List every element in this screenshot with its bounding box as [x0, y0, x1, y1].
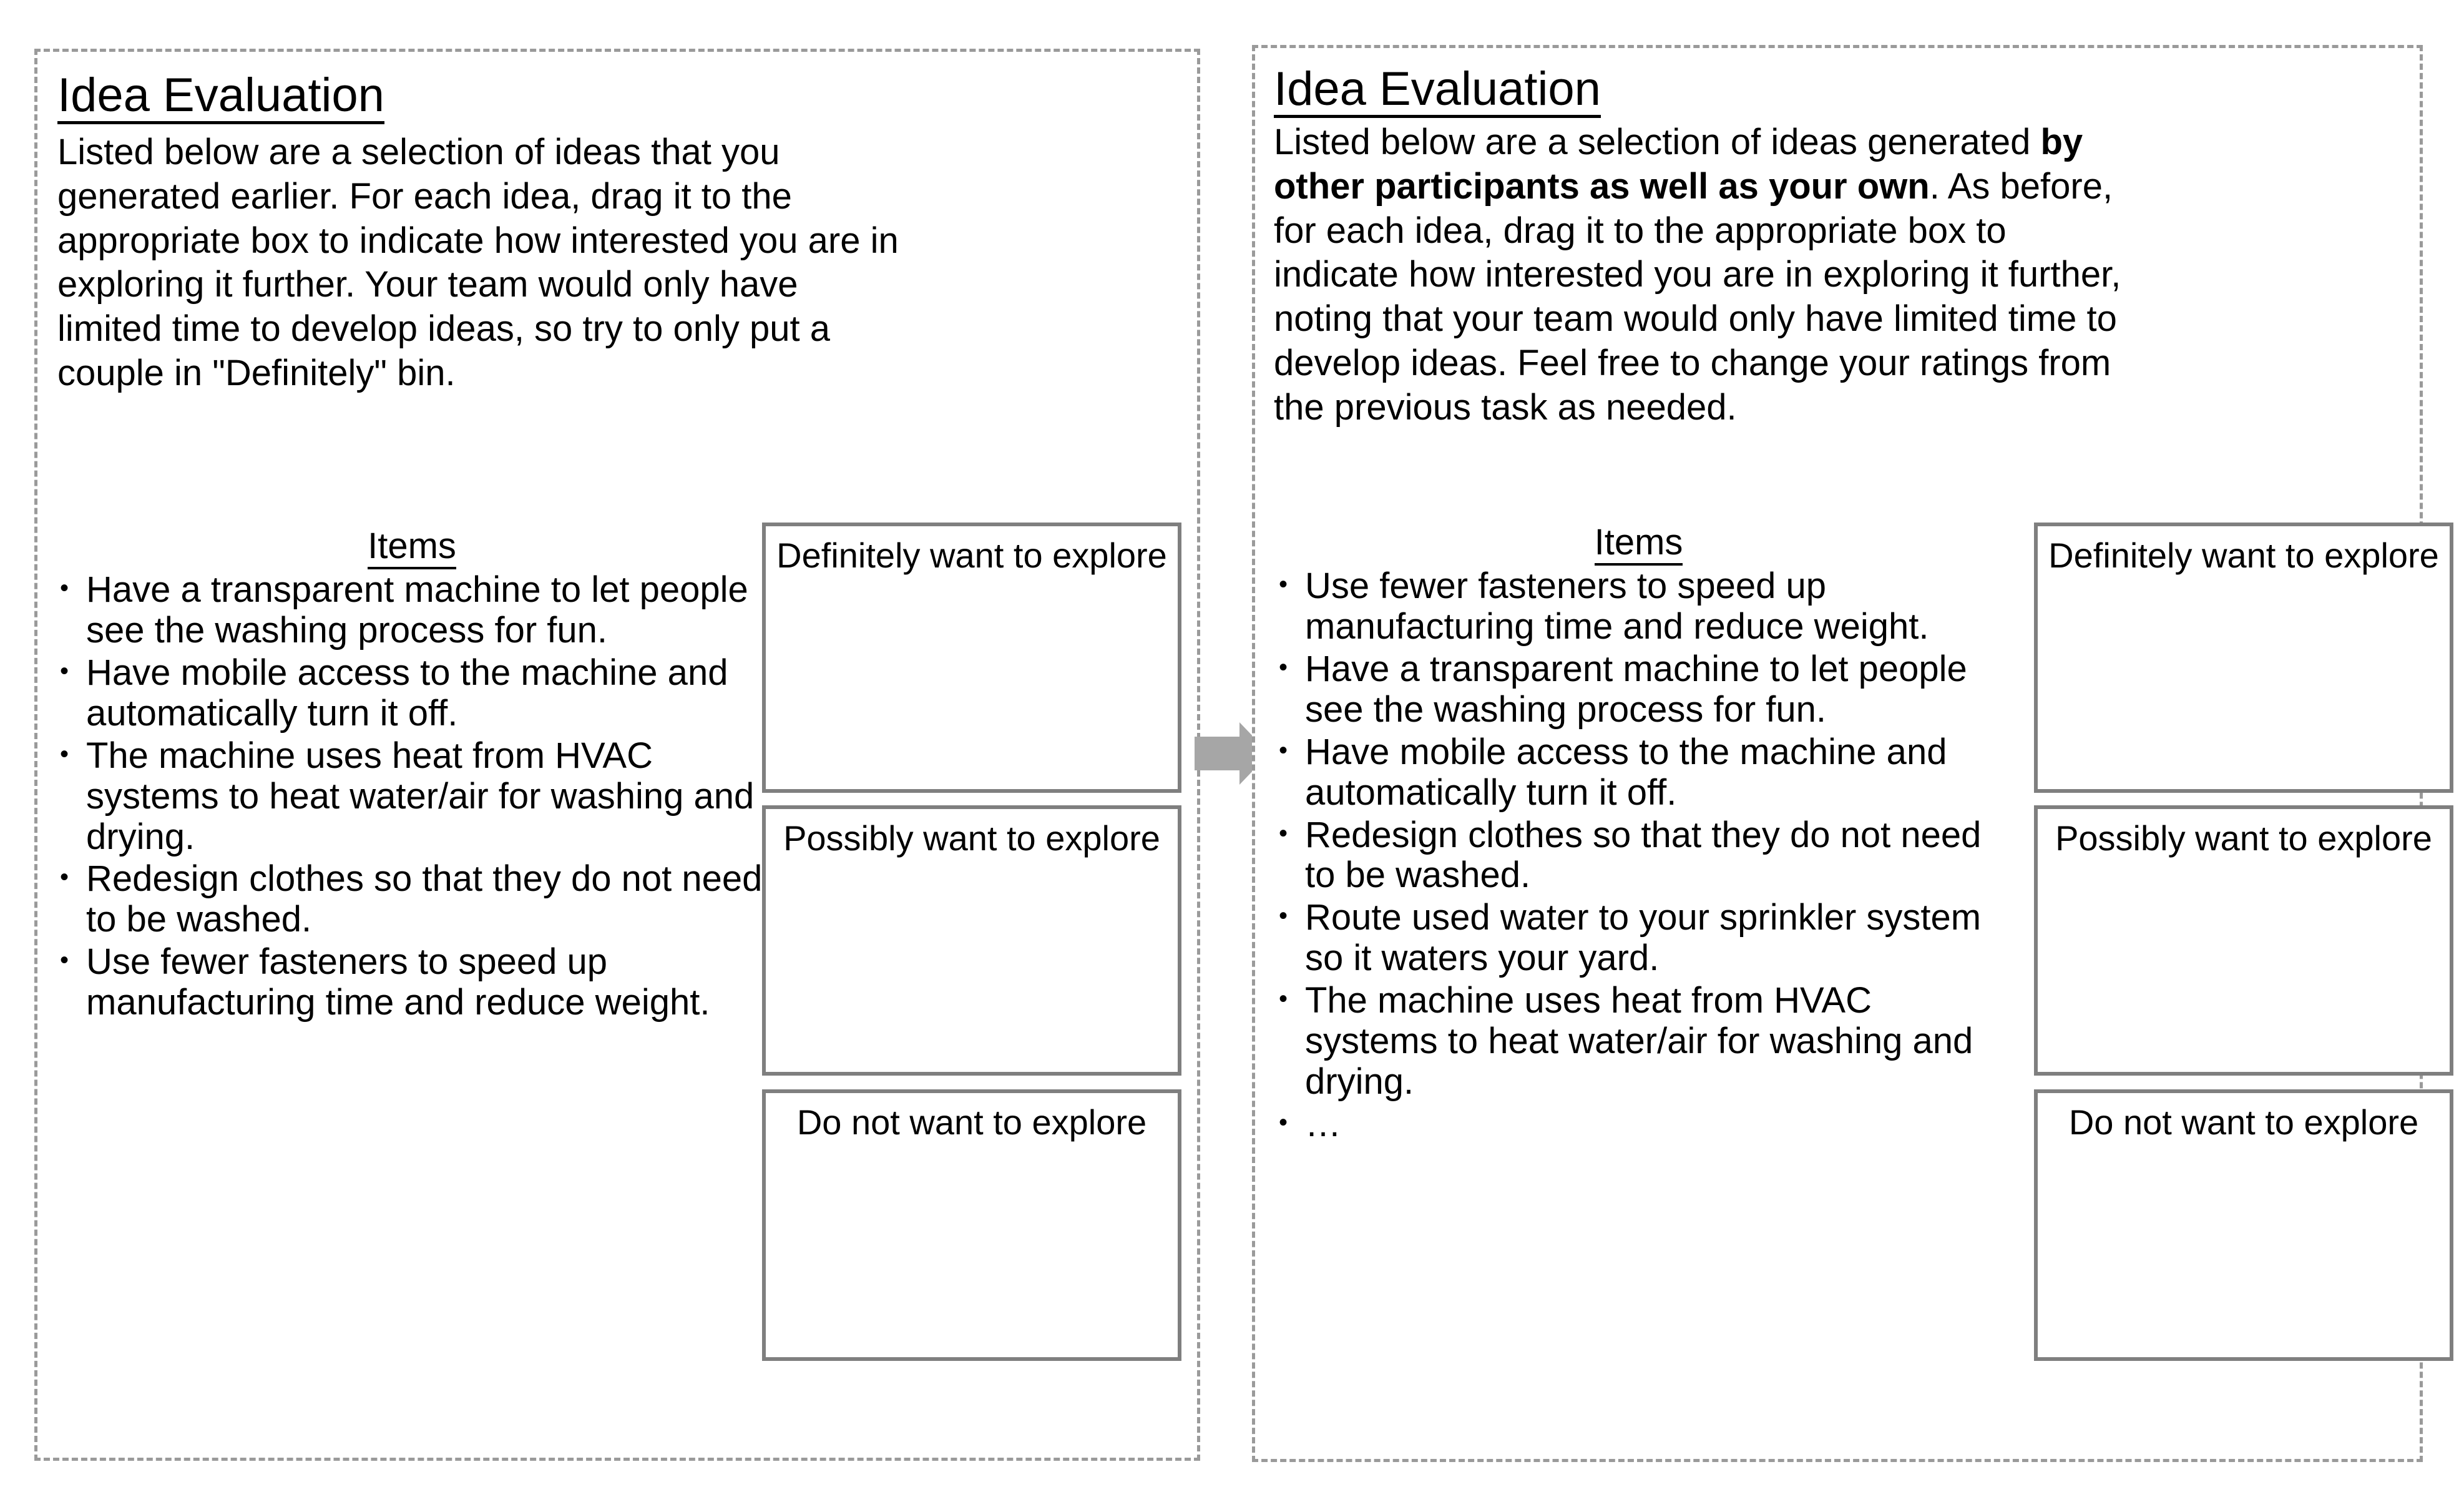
panel-before-task: Idea Evaluation Listed below are a selec…	[34, 49, 1200, 1461]
bin-possibly-want-to-explore[interactable]: Possibly want to explore	[2034, 805, 2453, 1076]
bin-label: Do not want to explore	[2068, 1102, 2419, 1142]
right-arrow-icon	[1195, 720, 1269, 787]
list-item[interactable]: …	[1269, 1103, 2008, 1145]
list-item[interactable]: Use fewer fasteners to speed up manufact…	[1269, 565, 2008, 647]
bin-possibly-want-to-explore[interactable]: Possibly want to explore	[762, 805, 1181, 1076]
items-heading: Items	[1269, 522, 2008, 566]
page-title: Idea Evaluation	[1274, 64, 1601, 119]
panel-after-task: Idea Evaluation Listed below are a selec…	[1252, 45, 2453, 1462]
page-title: Idea Evaluation	[57, 71, 384, 125]
bin-definitely-want-to-explore[interactable]: Definitely want to explore	[2034, 523, 2453, 793]
bin-label: Do not want to explore	[796, 1102, 1147, 1142]
items-column: Items Have a transparent machine to let …	[50, 526, 774, 1025]
list-item[interactable]: Redesign clothes so that they do not nee…	[50, 858, 774, 940]
instructions-paragraph: Listed below are a selection of ideas th…	[57, 132, 899, 393]
list-item[interactable]: Route used water to your sprinkler syste…	[1269, 896, 2008, 979]
list-item[interactable]: Have a transparent machine to let people…	[50, 569, 774, 651]
bin-label: Definitely want to explore	[2048, 536, 2439, 575]
bin-definitely-want-to-explore[interactable]: Definitely want to explore	[762, 523, 1181, 793]
list-item[interactable]: Use fewer fasteners to speed up manufact…	[50, 941, 774, 1023]
list-item[interactable]: The machine uses heat from HVAC systems …	[50, 735, 774, 858]
list-item[interactable]: The machine uses heat from HVAC systems …	[1269, 979, 2008, 1102]
list-item[interactable]: Have mobile access to the machine and au…	[50, 652, 774, 734]
list-item[interactable]: Have mobile access to the machine and au…	[1269, 731, 2008, 813]
list-item[interactable]: Redesign clothes so that they do not nee…	[1269, 814, 2008, 896]
list-item[interactable]: Have a transparent machine to let people…	[1269, 648, 2008, 730]
items-column: Items Use fewer fasteners to speed up ma…	[1269, 522, 2008, 1147]
bin-do-not-want-to-explore[interactable]: Do not want to explore	[2034, 1089, 2453, 1361]
instructions-paragraph: Listed below are a selection of ideas ge…	[1274, 122, 2121, 428]
bin-label: Possibly want to explore	[2055, 818, 2432, 858]
bin-do-not-want-to-explore[interactable]: Do not want to explore	[762, 1089, 1181, 1361]
idea-items-list: Use fewer fasteners to speed up manufact…	[1269, 565, 2008, 1145]
bin-label: Definitely want to explore	[776, 536, 1167, 575]
idea-items-list: Have a transparent machine to let people…	[50, 569, 774, 1023]
items-heading: Items	[50, 526, 774, 569]
bin-label: Possibly want to explore	[783, 818, 1160, 858]
